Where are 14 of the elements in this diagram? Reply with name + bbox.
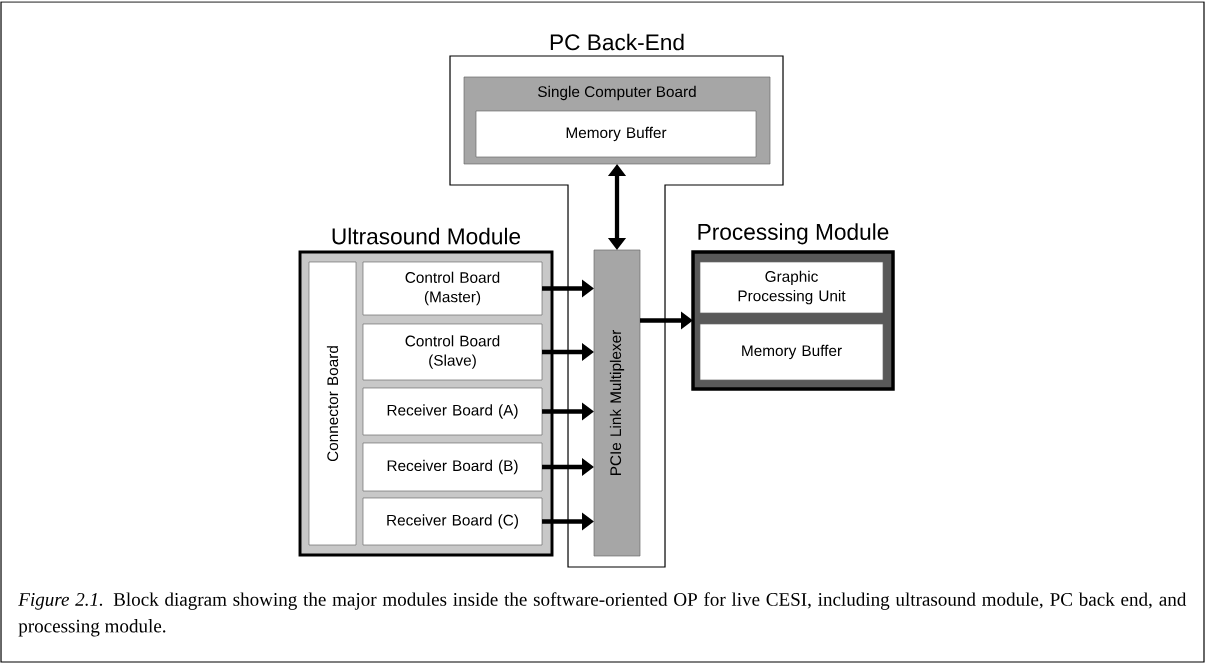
processor-box: Graphic Processing Unit — [699, 261, 884, 314]
multiplexer-bar: PCIe Link Multiplexer — [593, 249, 641, 557]
node-label: Ultrasound Module — [332, 227, 521, 245]
board-box: Control Board (Master) — [362, 261, 543, 316]
memory-box: Memory Buffer — [699, 323, 884, 381]
board-box: Receiver Board (A) — [362, 387, 543, 436]
memory-box: Memory Buffer — [475, 110, 757, 158]
board-box: Control Board (Slave) — [362, 323, 543, 381]
board-box: Connector Board — [308, 261, 357, 546]
caption: Figure 2.1. Block diagram showing the major modules inside the software-oriented OP for live CESI, including ultrasound module, PC back end, and processing module. — [18, 592, 1187, 637]
board-box: Receiver Board (B) — [362, 442, 543, 492]
node-label: Processing Module — [698, 223, 889, 245]
board-box: Receiver Board (C) — [362, 497, 543, 546]
node-label: PC Back-End — [550, 33, 684, 51]
